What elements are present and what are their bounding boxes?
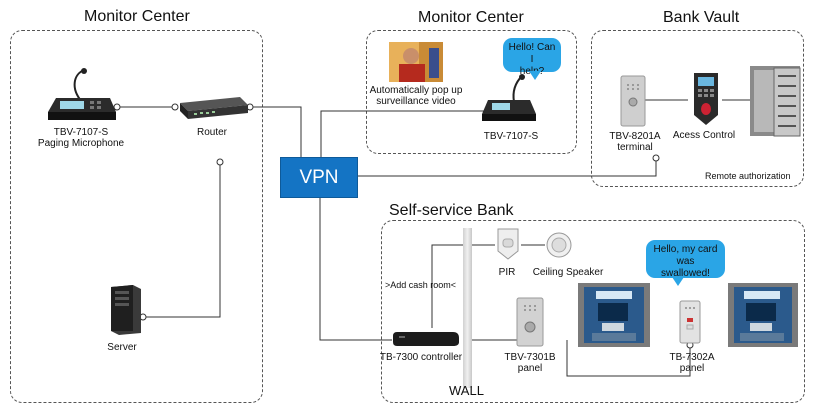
access-control-label: Acess Control: [672, 130, 736, 141]
monitor-center-top-box: [366, 30, 577, 154]
link-controller-pir: [431, 244, 495, 328]
bank-vault-box: [591, 30, 804, 187]
port-dot: [216, 158, 224, 166]
port-dot: [113, 103, 121, 111]
panel-7301b-icon: [516, 297, 544, 347]
group-title-monitor-center-left: Monitor Center: [84, 8, 190, 25]
atm-machine-icon: [578, 283, 650, 347]
panel-7302a-label: TB-7302A panel: [669, 352, 715, 374]
add-cash-room-note: >Add cash room<: [385, 280, 457, 290]
link-vpn-terminal: [358, 158, 657, 177]
monitor-center-left-box: [10, 30, 263, 403]
wall-label: WALL: [449, 383, 484, 398]
link-panel-7302: [566, 340, 691, 377]
vpn-label: VPN: [299, 166, 339, 188]
link-vpn-console: [320, 110, 488, 157]
pir-label: PIR: [498, 267, 516, 278]
wall: [463, 228, 472, 388]
port-dot: [171, 103, 179, 111]
ceiling-speaker-label: Ceiling Speaker: [532, 267, 604, 278]
paging-microphone-label: TBV-7107-S Paging Microphone: [37, 127, 125, 149]
vault-door-icon: [750, 66, 801, 137]
group-title-bank-vault: Bank Vault: [663, 9, 740, 26]
panel-7301b-label: TBV-7301B panel: [504, 352, 556, 374]
speech-bubble-help: Hello! Can I help?: [503, 38, 561, 80]
atm-machine-icon: [728, 283, 798, 347]
speech-bubble-card: Hello, my card was swallowed!: [646, 240, 725, 286]
link-router-server: [143, 162, 221, 318]
paging-microphone-icon: [48, 68, 116, 120]
router-label: Router: [196, 127, 228, 138]
group-title-monitor-center-top: Monitor Center: [418, 9, 524, 26]
console-microphone-icon: [482, 74, 536, 121]
pir-sensor-icon: [497, 228, 519, 260]
controller-icon: [393, 332, 459, 346]
group-title-self-service-bank: Self-service Bank: [389, 202, 514, 219]
surveillance-video-thumbnail: [389, 42, 443, 82]
link-vpn-controller: [319, 198, 392, 341]
popup-video-caption: Automatically pop up surveillance video: [369, 85, 463, 107]
console-label: TBV-7107-S: [483, 131, 539, 142]
access-control-icon: [694, 73, 718, 125]
remote-authorization-label: Remote authorization: [705, 171, 791, 181]
terminal-label: TBV-8201A terminal: [609, 131, 661, 153]
server-icon: [111, 285, 141, 335]
ceiling-speaker-icon: [546, 232, 572, 258]
vpn-node: VPN: [280, 157, 358, 198]
panel-7302a-icon: [679, 300, 701, 344]
intercom-terminal-icon: [620, 75, 646, 127]
port-dot: [652, 154, 660, 162]
router-icon: [180, 97, 248, 119]
self-service-bank-box: [381, 220, 805, 403]
link-router-vpn: [250, 106, 302, 157]
server-label: Server: [107, 342, 137, 353]
controller-label: TB-7300 controller: [379, 352, 463, 363]
